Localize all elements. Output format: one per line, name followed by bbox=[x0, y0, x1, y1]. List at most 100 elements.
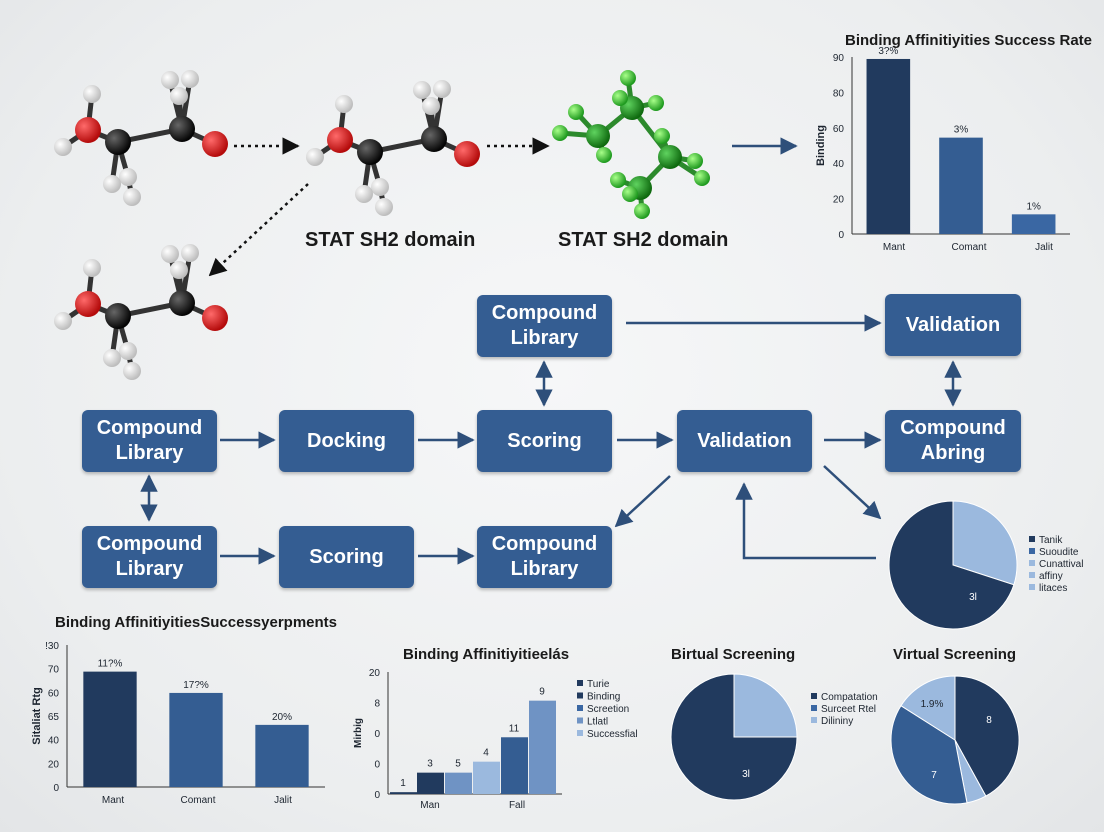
hydrogen-atom bbox=[306, 148, 324, 166]
bar-data-label: 11?% bbox=[98, 659, 123, 670]
carbon-atom bbox=[586, 124, 610, 148]
flow-arrows bbox=[140, 314, 962, 565]
pie-slice bbox=[888, 500, 1015, 630]
middle-right-pie-chart: 1.6%3lTanikSuouditeCunattivalaffinylitac… bbox=[888, 500, 1083, 630]
y-tick-label: 70 bbox=[48, 665, 60, 676]
y-axis-label: Sitaliat Rtg bbox=[31, 687, 43, 744]
bar bbox=[417, 772, 444, 794]
hydrogen-atom bbox=[622, 186, 638, 202]
bar bbox=[390, 792, 417, 794]
hydrogen-atom bbox=[54, 138, 72, 156]
bar-data-label: 11 bbox=[509, 723, 520, 734]
bar-data-label: 3 bbox=[427, 759, 433, 770]
flow-box-top-validation: Validation bbox=[885, 294, 1021, 356]
legend-entry: affiny bbox=[1039, 571, 1063, 582]
dotted-arrow-3 bbox=[208, 183, 309, 277]
bottom-pie-chart-2: 871.9% bbox=[890, 675, 1020, 805]
hydrogen-atom bbox=[103, 349, 121, 367]
legend-swatch bbox=[1029, 572, 1035, 578]
flow-box-docking: Docking bbox=[279, 410, 414, 472]
molecule-4 bbox=[54, 244, 228, 380]
arrow-validation-to-bottom-library bbox=[614, 475, 671, 528]
flow-box-compound-library: Compound Library bbox=[82, 410, 217, 472]
pie-slice bbox=[670, 673, 798, 801]
hydrogen-atom bbox=[119, 342, 137, 360]
bar-data-label: 1% bbox=[1026, 201, 1041, 212]
bar-data-label: 3% bbox=[954, 125, 969, 136]
hydrogen-atom bbox=[654, 128, 670, 144]
hydrogen-atom bbox=[648, 95, 664, 111]
pie-slice bbox=[900, 675, 956, 741]
flow-box-scoring: Scoring bbox=[477, 410, 612, 472]
y-tick-label: 20 bbox=[48, 759, 60, 770]
hydrogen-atom bbox=[568, 104, 584, 120]
y-tick-label: 20 bbox=[369, 668, 381, 679]
hydrogen-atom bbox=[83, 259, 101, 277]
legend-entry: Turie bbox=[587, 679, 610, 690]
x-tick-label: Man bbox=[420, 800, 439, 811]
bar bbox=[255, 724, 309, 787]
hydrogen-atom bbox=[422, 97, 440, 115]
molecule-3-green-ligand bbox=[552, 70, 710, 219]
hydrogen-atom bbox=[123, 188, 141, 206]
bar bbox=[529, 700, 556, 794]
legend-entry: Ltlatl bbox=[587, 717, 608, 728]
x-tick-label: Comant bbox=[180, 795, 215, 806]
hydrogen-atom bbox=[119, 168, 137, 186]
legend-entry: Binding bbox=[587, 692, 620, 703]
top-right-chart-title: Binding Affinitiyities Success Rate bbox=[845, 32, 1092, 49]
legend-entry: Suoudite bbox=[1039, 547, 1079, 558]
hydrogen-atom bbox=[355, 185, 373, 203]
hydrogen-atom bbox=[181, 70, 199, 88]
carbon-atom bbox=[105, 303, 131, 329]
y-tick-label: 8 bbox=[374, 699, 380, 710]
y-tick-label: 0 bbox=[53, 783, 59, 794]
legend-swatch bbox=[577, 705, 583, 711]
legend-swatch bbox=[1029, 548, 1035, 554]
hydrogen-atom bbox=[612, 90, 628, 106]
legend-swatch bbox=[811, 717, 817, 723]
hydrogen-atom bbox=[335, 95, 353, 113]
y-tick-label: 60 bbox=[833, 124, 845, 135]
hydrogen-atom bbox=[161, 71, 179, 89]
flow-box-compound-abring: Compound Abring bbox=[885, 410, 1021, 472]
oxygen-atom bbox=[202, 305, 228, 331]
molecule-label-1: STAT SH2 domain bbox=[305, 229, 476, 251]
hydrogen-atom bbox=[634, 203, 650, 219]
legend-swatch bbox=[811, 705, 817, 711]
molecule-1 bbox=[54, 70, 228, 206]
hydrogen-atom bbox=[413, 81, 431, 99]
flow-box-validation: Validation bbox=[677, 410, 812, 472]
bar bbox=[473, 761, 500, 794]
pie-slice-label: 8 bbox=[986, 715, 992, 726]
oxygen-atom bbox=[454, 141, 480, 167]
hydrogen-atom bbox=[552, 125, 568, 141]
x-tick-label: Mant bbox=[883, 242, 905, 253]
hydrogen-atom bbox=[687, 153, 703, 169]
molecule-label-2: STAT SH2 domain bbox=[558, 229, 729, 251]
hydrogen-atom bbox=[371, 178, 389, 196]
legend-entry: Cunattival bbox=[1039, 559, 1083, 570]
y-tick-label: 0 bbox=[838, 230, 844, 241]
carbon-atom bbox=[105, 129, 131, 155]
bar bbox=[501, 737, 528, 794]
molecule-2 bbox=[306, 80, 480, 216]
x-tick-label: Jalit bbox=[274, 795, 292, 806]
y-tick-label: 80 bbox=[833, 88, 845, 99]
bar-data-label: 9 bbox=[539, 687, 545, 698]
legend-swatch bbox=[1029, 536, 1035, 542]
y-tick-label: 0 bbox=[374, 790, 380, 801]
pie-slice-label: 1.9% bbox=[921, 699, 944, 710]
y-tick-label: 90 bbox=[833, 53, 845, 64]
carbon-atom bbox=[357, 139, 383, 165]
pie-slice bbox=[890, 705, 968, 805]
hydrogen-atom bbox=[181, 244, 199, 262]
bar-data-label: 3?% bbox=[878, 46, 898, 57]
bar bbox=[1011, 214, 1056, 234]
legend-entry: litaces bbox=[1039, 583, 1067, 594]
hydrogen-atom bbox=[54, 312, 72, 330]
